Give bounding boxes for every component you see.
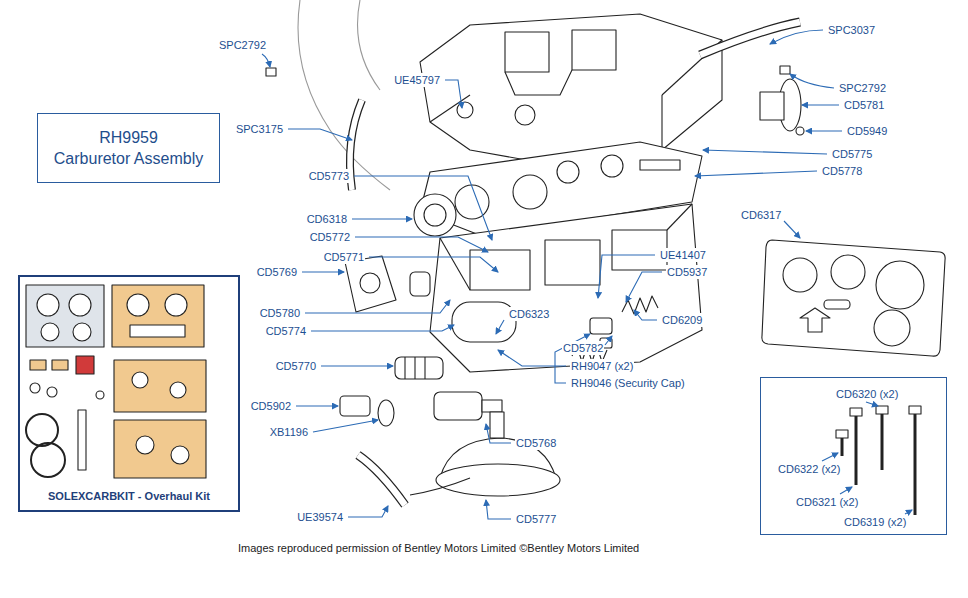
- part-number: CD5937: [666, 265, 708, 279]
- part-number: CD5902: [250, 399, 292, 413]
- part-number: UE45797: [393, 73, 441, 87]
- part-number: CD5770: [275, 359, 317, 373]
- part-number: XB1196: [269, 425, 309, 439]
- part-number: CD5769: [256, 265, 298, 279]
- part-number: CD6318: [306, 212, 348, 226]
- callout-number: CD6322 (x2): [777, 462, 841, 476]
- title-box: RH9959Carburetor Assembly: [37, 113, 220, 183]
- part-number: CD5768: [515, 436, 557, 450]
- caption: Images reproduced permission of Bentley …: [238, 541, 639, 555]
- part-number: SPC2792: [838, 81, 887, 95]
- part-number: CD5771: [323, 250, 365, 264]
- callout-number: CD6319 (x2): [843, 515, 907, 529]
- part-number: CD5775: [831, 147, 873, 161]
- callout-number: CD6321 (x2): [795, 495, 859, 509]
- part-number: CD5772: [309, 230, 351, 244]
- part-number: CD5782: [562, 341, 604, 355]
- part-number: CD5780: [259, 306, 301, 320]
- kit-label: SOLEXCARBKIT - Overhaul Kit: [20, 490, 238, 502]
- part-number: SPC3175: [235, 122, 284, 136]
- screw-box: CD6320 (x2) CD6322 (x2) CD6321 (x2) CD6319 …: [760, 377, 947, 535]
- part-number: CD5778: [821, 164, 863, 178]
- part-number: RH9047 (x2): [570, 359, 634, 373]
- title-text: RH9959: [99, 127, 158, 148]
- part-number: UE39574: [296, 510, 344, 524]
- part-number: CD5774: [265, 324, 307, 338]
- part-number: SPC2792: [218, 38, 267, 52]
- part-number: CD6209: [661, 313, 703, 327]
- part-number: CD6317: [740, 208, 782, 222]
- part-number: CD5949: [846, 124, 888, 138]
- callout-number: CD6320 (x2): [835, 387, 899, 401]
- part-number: RH9046 (Security Cap): [570, 376, 686, 390]
- part-number: CD5773: [308, 169, 350, 183]
- part-number: CD5781: [843, 98, 885, 112]
- title-text: Carburetor Assembly: [54, 148, 203, 169]
- kit-box: SOLEXCARBKIT - Overhaul Kit: [18, 275, 240, 512]
- part-number: UE41407: [659, 248, 707, 262]
- part-number: SPC3037: [827, 23, 876, 37]
- part-number: CD5777: [515, 512, 557, 526]
- part-number: CD6323: [508, 307, 550, 321]
